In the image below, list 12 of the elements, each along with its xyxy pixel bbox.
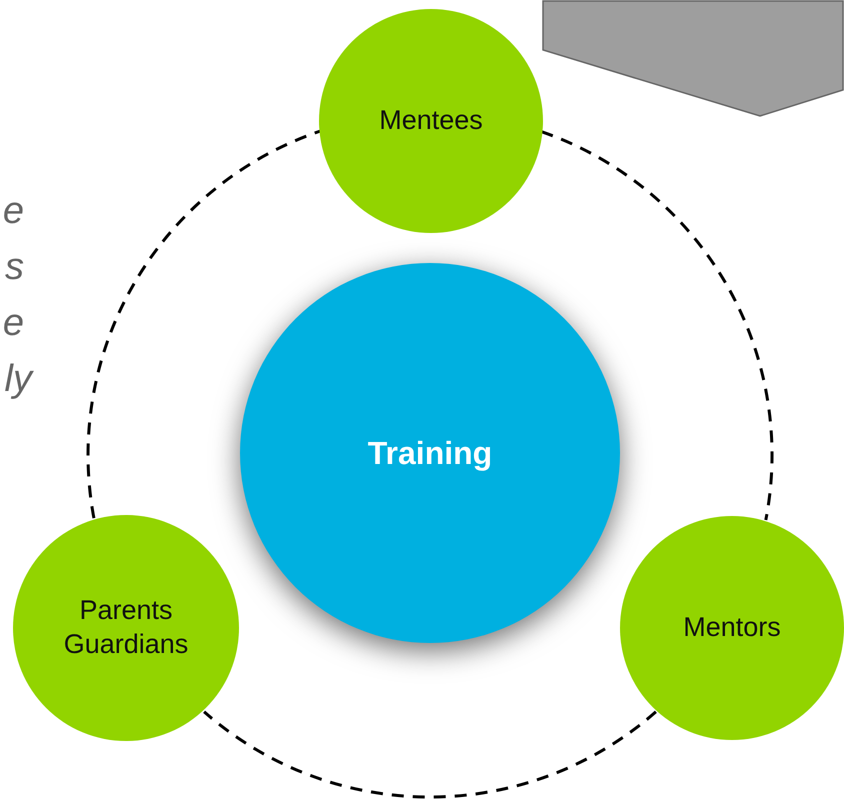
- node-label: Training: [366, 434, 494, 473]
- dashed-connector: [203, 710, 657, 798]
- text-fragment: e: [2, 304, 24, 342]
- dashed-connector: [540, 130, 773, 520]
- text-fragment: s: [5, 248, 24, 286]
- node-label: Mentors: [682, 611, 782, 644]
- dashed-connector: [87, 130, 322, 518]
- pentagon-shape: [542, 0, 844, 117]
- text-fragment: ly: [4, 360, 32, 398]
- node-label: Parents Guardians: [62, 594, 190, 661]
- node-label: Mentees: [378, 104, 484, 138]
- text-fragment: e: [2, 192, 24, 230]
